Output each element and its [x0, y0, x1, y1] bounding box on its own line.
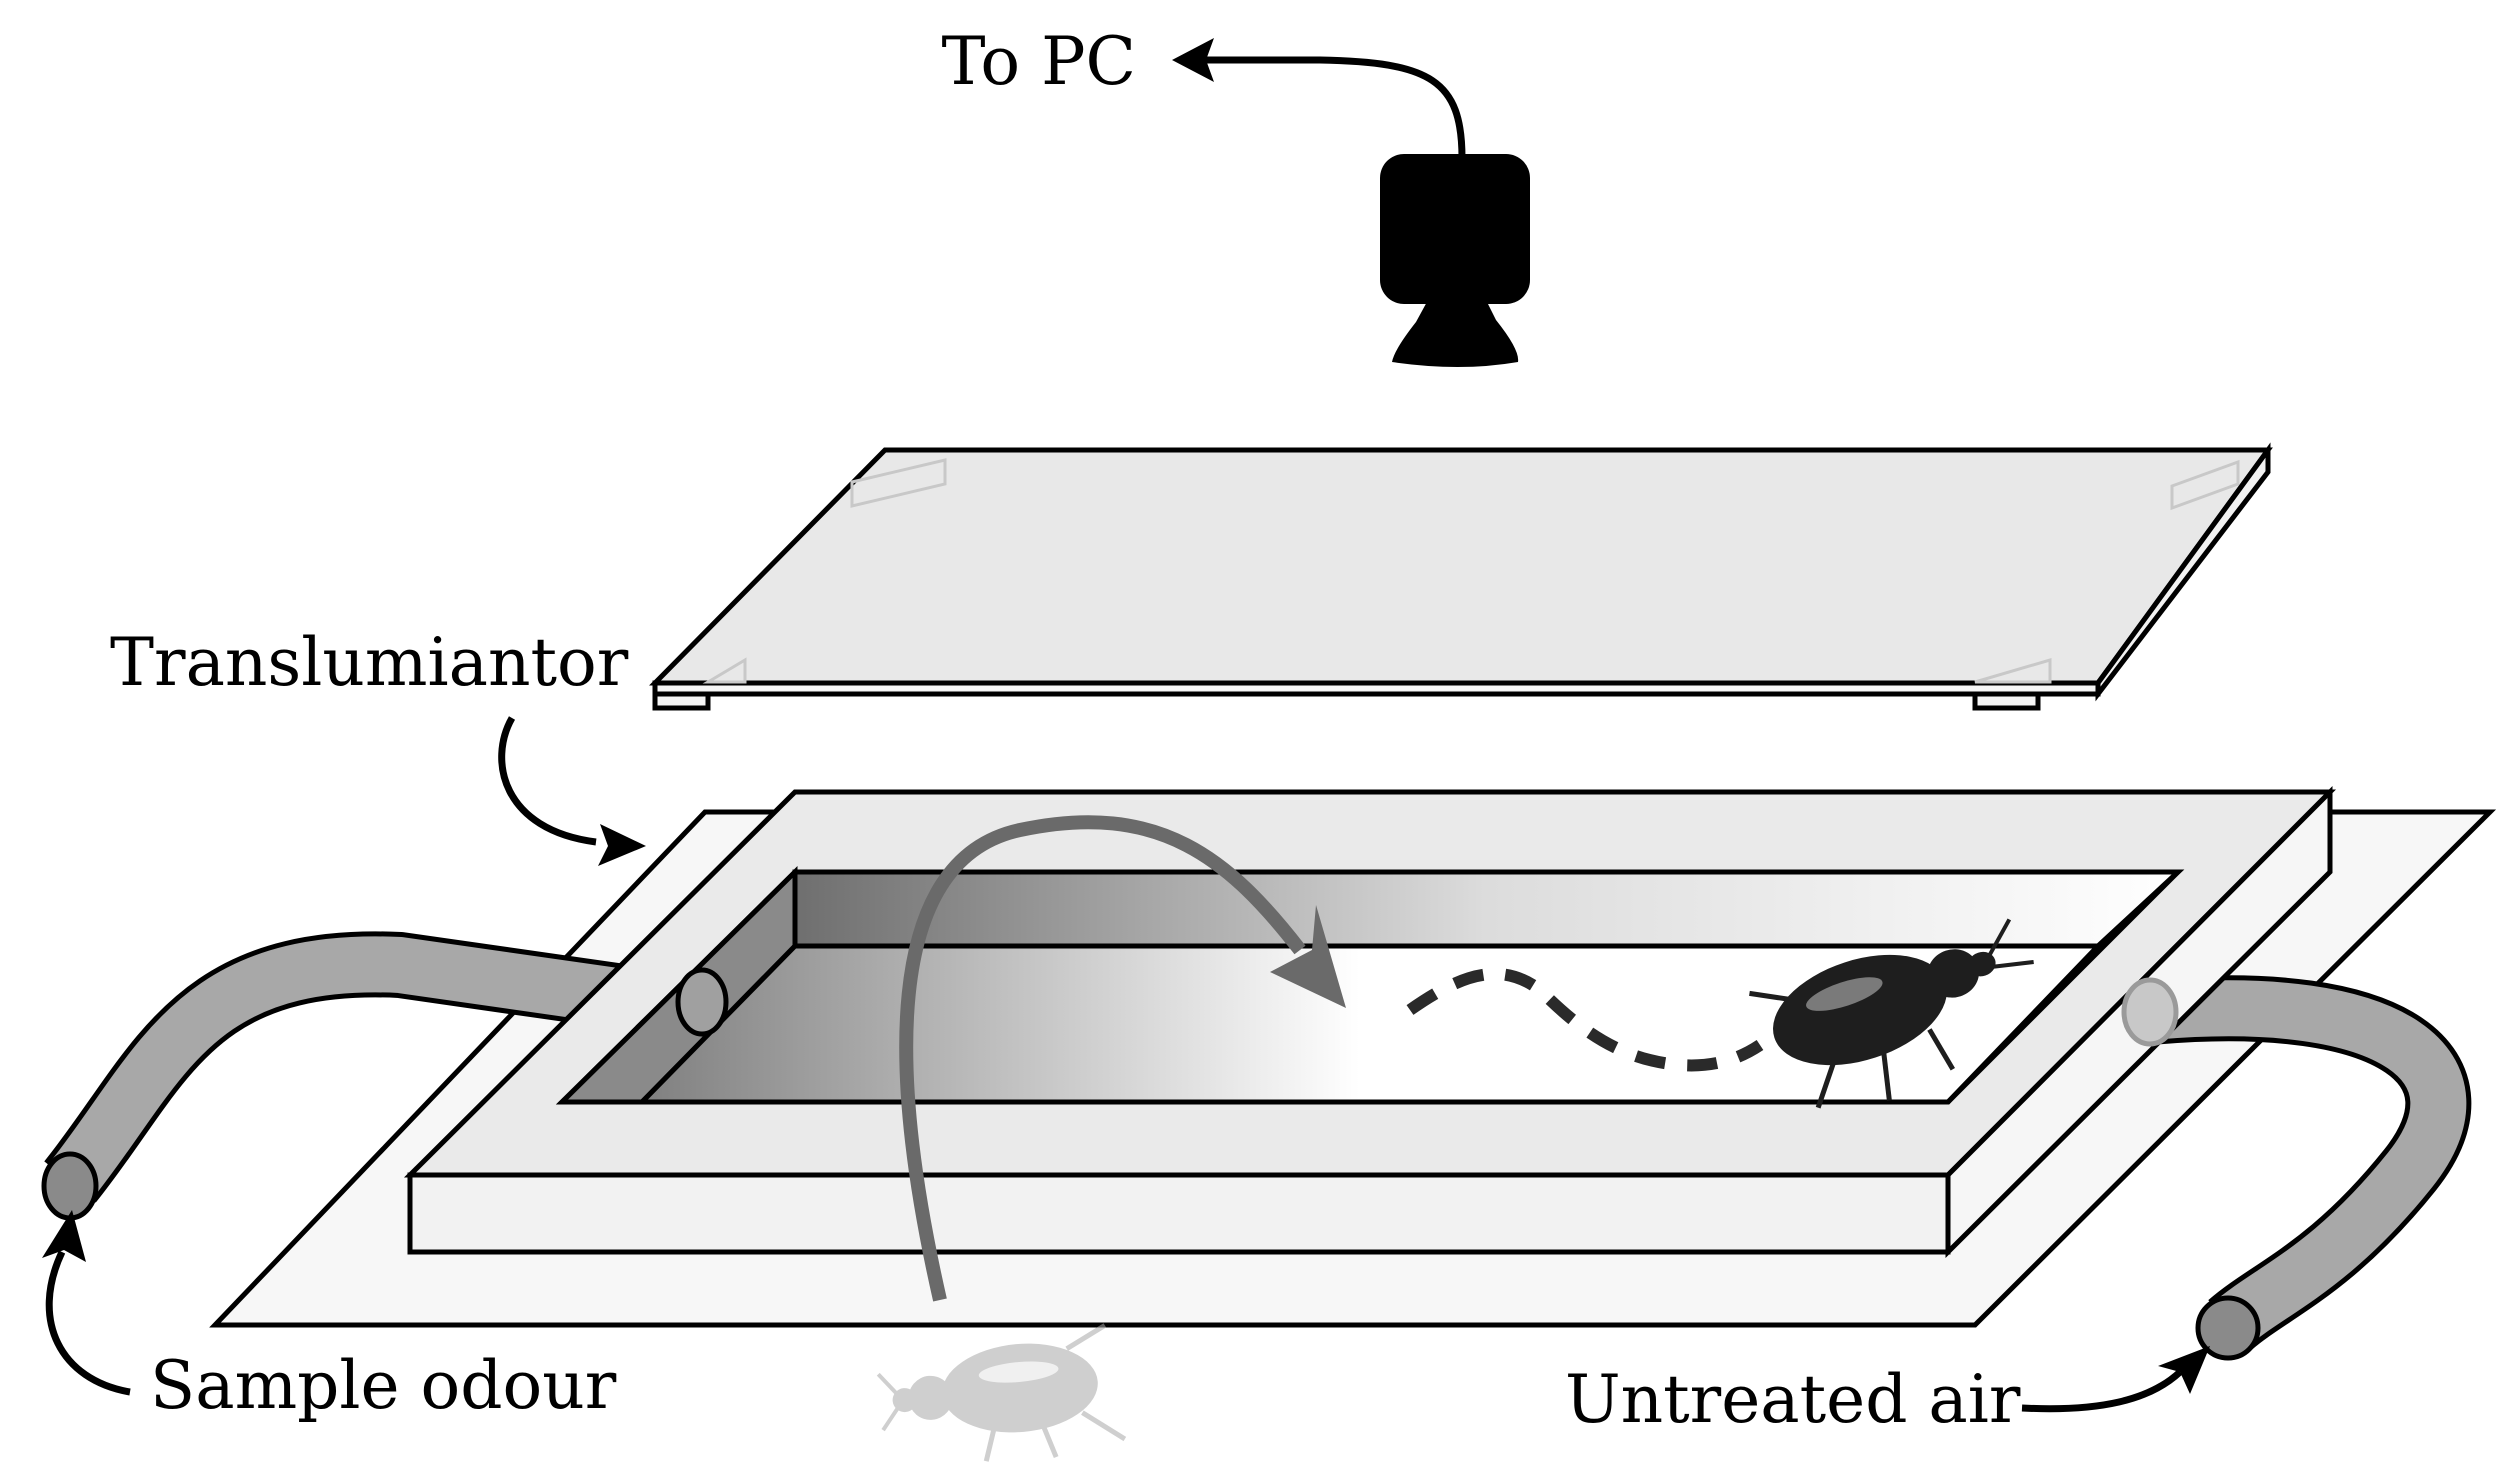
beetle-icon [1749, 918, 2034, 1109]
untreated-air-label: Untreated air [1565, 1361, 2021, 1438]
sample-odour-label: Sample odour [150, 1347, 617, 1424]
untreated-air-tube [2147, 975, 2472, 1361]
arena-frame [403, 785, 2337, 1259]
untreated-air-arrow [2021, 1346, 2210, 1413]
transilluminator-arrow [498, 716, 646, 866]
to-pc-label: To PC [941, 23, 1136, 100]
lid-plate [649, 442, 2273, 711]
left-inlet [675, 967, 729, 1037]
entry-path-arrow [899, 815, 1346, 1302]
beetle-trajectory [1406, 967, 1764, 1072]
faded-beetle-icon [876, 1323, 1127, 1462]
right-inlet [2121, 977, 2179, 1047]
camera-icon [1380, 154, 1530, 367]
transilluminator-label: Translumiantor [110, 624, 629, 701]
sample-odour-arrow [42, 1210, 131, 1396]
to-pc-cable [1172, 38, 1466, 159]
